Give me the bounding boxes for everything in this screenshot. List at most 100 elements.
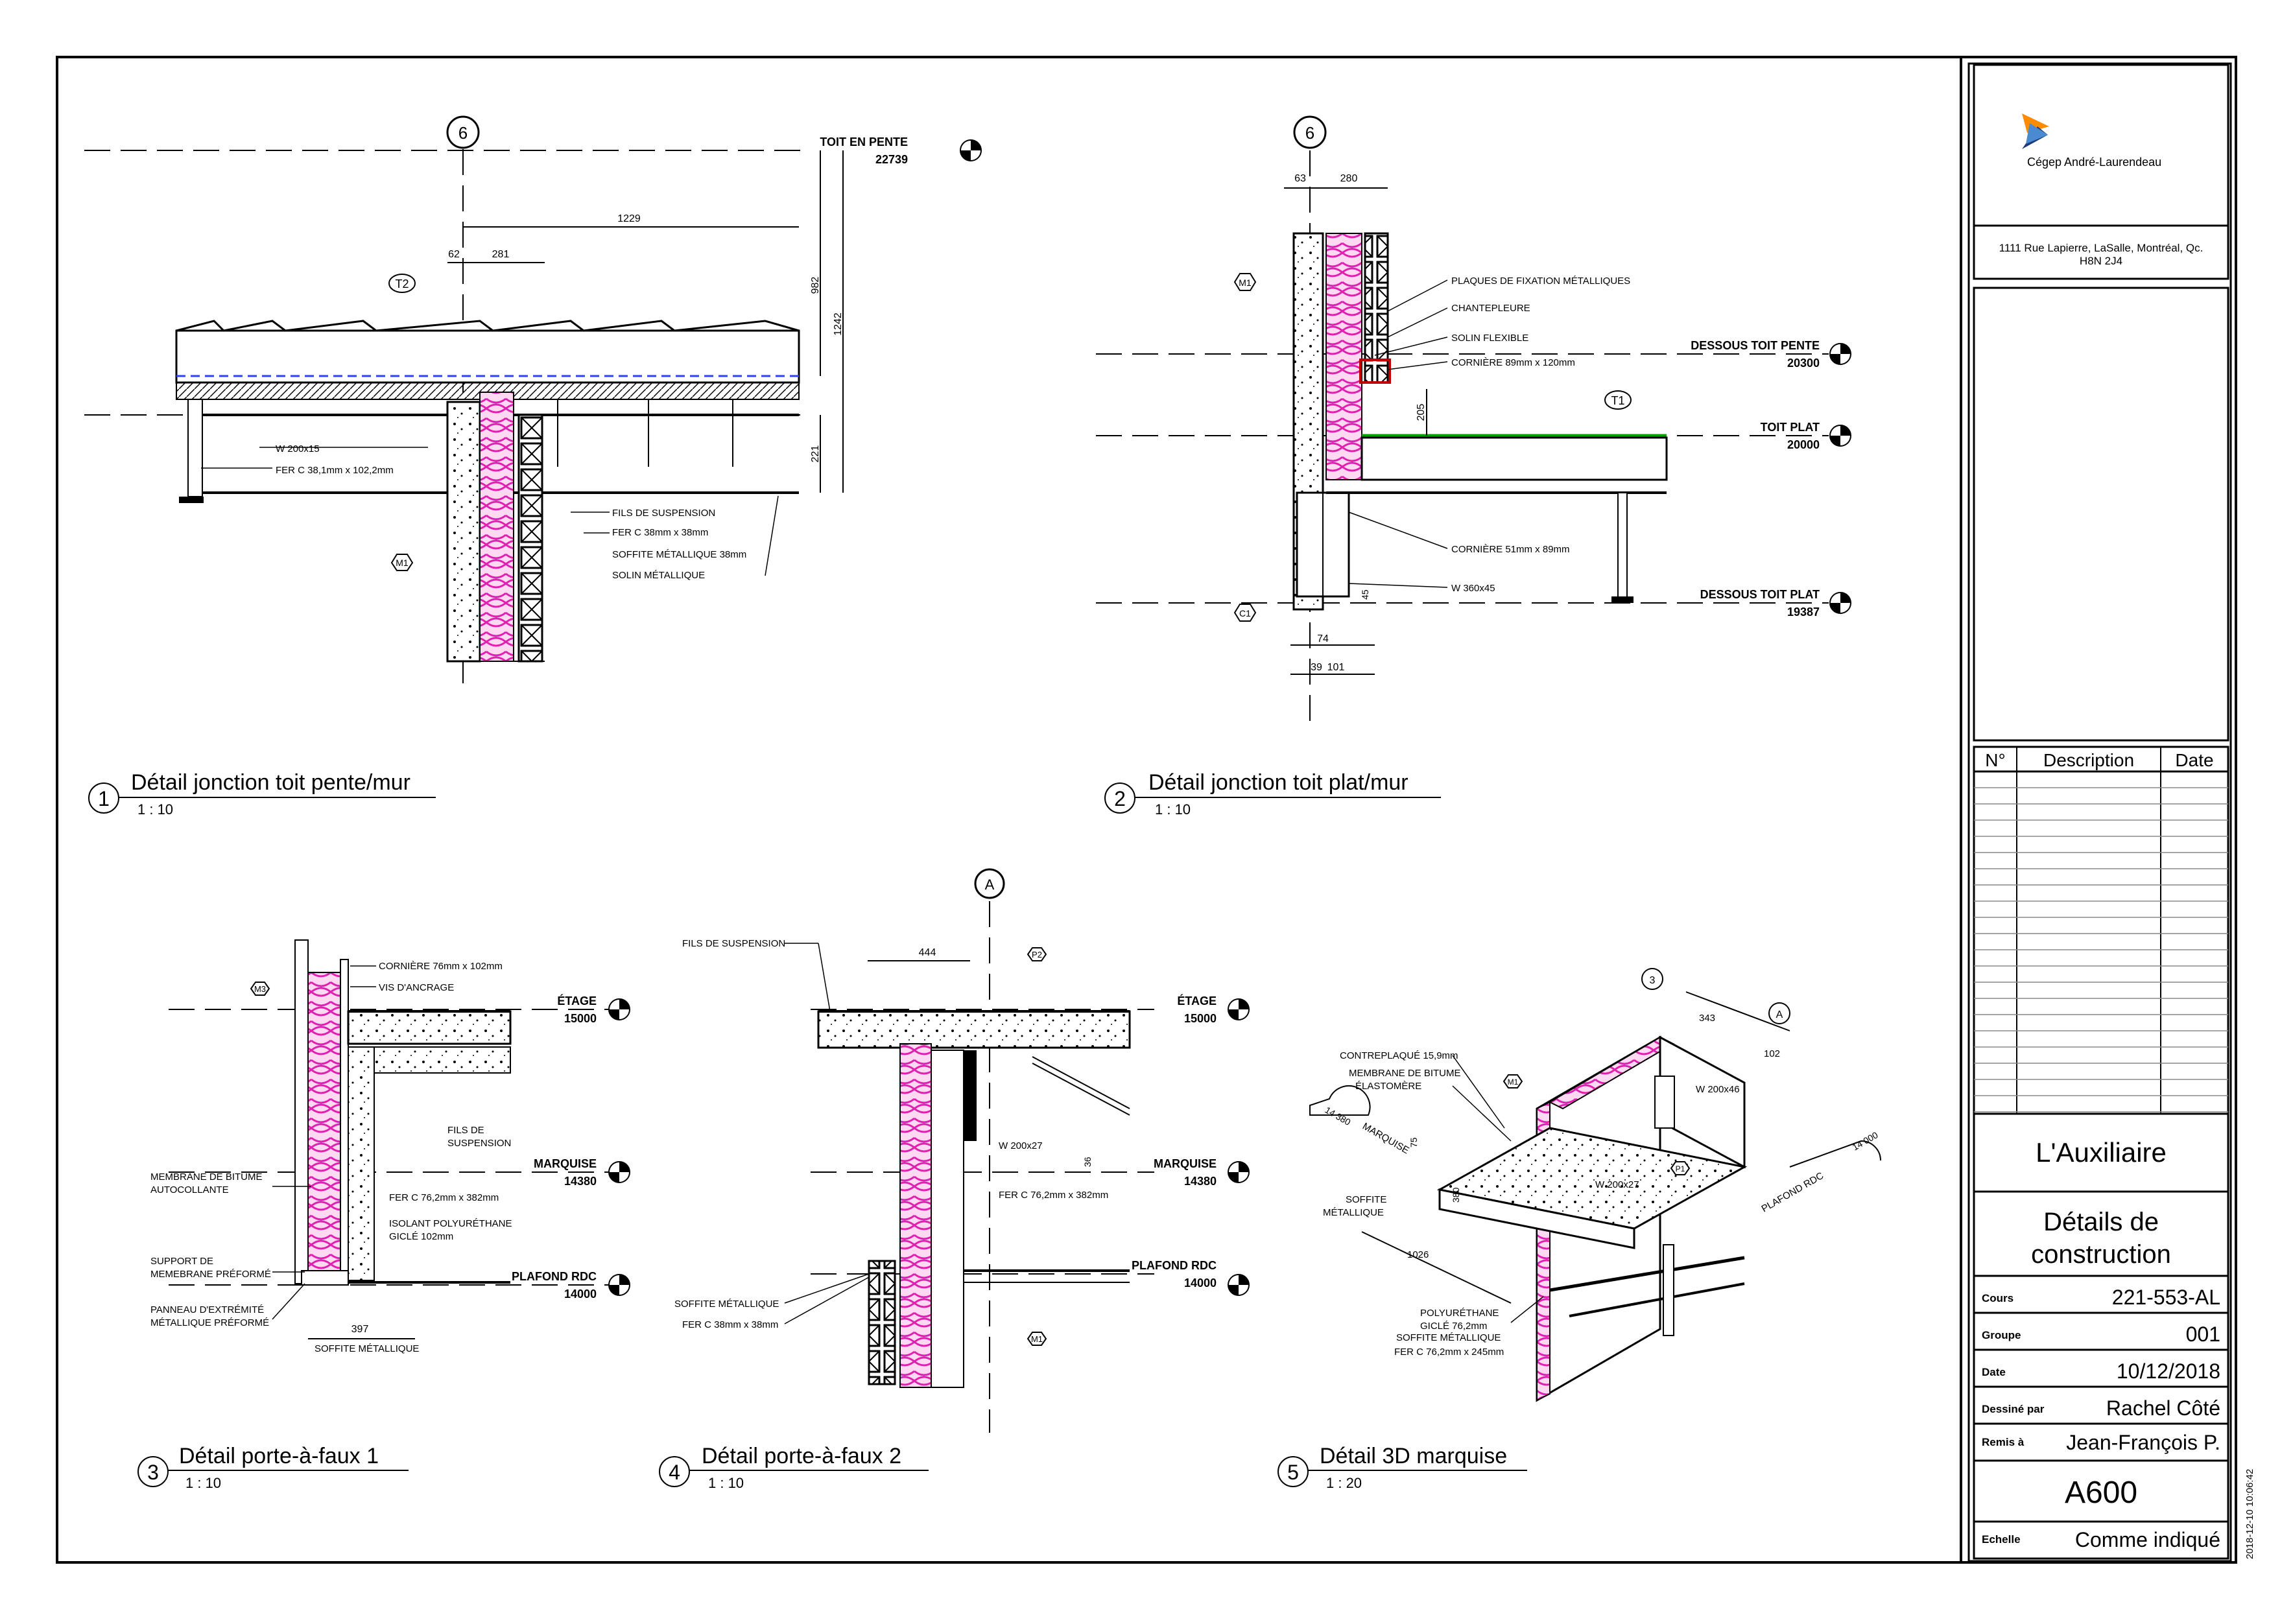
- view-3-number: 3: [147, 1461, 159, 1484]
- svg-text:205: 205: [1416, 404, 1427, 421]
- row-cours-value: 221-553-AL: [2112, 1286, 2220, 1309]
- svg-text:FILS DE SUSPENSION: FILS DE SUSPENSION: [612, 508, 715, 519]
- svg-text:FILS DE SUSPENSION: FILS DE SUSPENSION: [682, 938, 785, 949]
- svg-text:FER C 76,2mm x 245mm: FER C 76,2mm x 245mm: [1394, 1347, 1504, 1358]
- svg-text:SOLIN MÉTALLIQUE: SOLIN MÉTALLIQUE: [612, 570, 705, 581]
- logo-text: Cégep André-Laurendeau: [2027, 156, 2161, 169]
- svg-text:14000: 14000: [564, 1288, 597, 1300]
- svg-text:FER C 38mm x 38mm: FER C 38mm x 38mm: [682, 1319, 778, 1330]
- svg-text:MÉTALLIQUE: MÉTALLIQUE: [1323, 1207, 1384, 1218]
- timestamp: 2018-12-10 10:06:42: [2244, 1469, 2255, 1559]
- svg-text:36: 36: [1082, 1157, 1093, 1167]
- svg-text:GICLÉ 102mm: GICLÉ 102mm: [389, 1231, 453, 1242]
- view-5-number: 5: [1287, 1461, 1299, 1484]
- svg-text:W 200x46: W 200x46: [1696, 1084, 1740, 1095]
- svg-text:MEMEBRANE PRÉFORMÉ: MEMEBRANE PRÉFORMÉ: [150, 1269, 271, 1280]
- svg-text:1242: 1242: [833, 312, 844, 336]
- address-line-2: H8N 2J4: [2080, 255, 2122, 267]
- svg-text:ÉLASTOMÈRE: ÉLASTOMÈRE: [1355, 1081, 1421, 1092]
- row-date-value: 10/12/2018: [2117, 1359, 2220, 1383]
- view-2-scale: 1 : 10: [1155, 801, 1191, 818]
- view-5-title: Détail 3D marquise: [1320, 1444, 1507, 1468]
- row-remis-value: Jean-François P.: [2066, 1431, 2220, 1454]
- svg-text:FER C 38,1mm x 102,2mm: FER C 38,1mm x 102,2mm: [276, 465, 394, 476]
- svg-text:75: 75: [1408, 1137, 1419, 1147]
- address-line-1: 1111 Rue Lapierre, LaSalle, Montréal, Qc…: [1999, 242, 2204, 254]
- svg-text:FER C 38mm x 38mm: FER C 38mm x 38mm: [612, 527, 708, 538]
- svg-text:MARQUISE: MARQUISE: [1360, 1121, 1411, 1157]
- detail-4-drawing: A 444 36 P2 M1 ÉTAGE 15000 MARQUISE 1438…: [674, 868, 1250, 1433]
- svg-text:PLAFOND RDC: PLAFOND RDC: [1132, 1259, 1217, 1272]
- svg-text:343: 343: [1699, 1013, 1715, 1024]
- svg-text:PLAQUES DE FIXATION MÉTALLIQUE: PLAQUES DE FIXATION MÉTALLIQUES: [1451, 276, 1630, 287]
- svg-text:6: 6: [1305, 123, 1314, 143]
- row-groupe-value: 001: [2186, 1323, 2220, 1346]
- svg-text:280: 280: [1340, 173, 1358, 184]
- scale-value: Comme indiqué: [2075, 1528, 2220, 1551]
- svg-text:PLAFOND RDC: PLAFOND RDC: [1760, 1170, 1826, 1215]
- grid-bubble: [446, 115, 480, 149]
- svg-text:W 360x45: W 360x45: [1451, 583, 1495, 594]
- svg-text:PANNEAU D'EXTRÉMITÉ: PANNEAU D'EXTRÉMITÉ: [150, 1304, 264, 1315]
- svg-text:MARQUISE: MARQUISE: [1154, 1157, 1217, 1170]
- svg-text:982: 982: [810, 277, 821, 294]
- svg-text:A: A: [1776, 1009, 1783, 1020]
- svg-text:SOFFITE MÉTALLIQUE: SOFFITE MÉTALLIQUE: [1396, 1332, 1501, 1343]
- svg-text:444: 444: [919, 947, 936, 958]
- svg-text:3: 3: [1650, 975, 1656, 986]
- row-remis-label: Remis à: [1982, 1436, 2025, 1448]
- svg-text:SOFFITE MÉTALLIQUE: SOFFITE MÉTALLIQUE: [674, 1299, 779, 1310]
- view-4-title: Détail porte-à-faux 2: [702, 1444, 901, 1468]
- svg-text:TOIT PLAT: TOIT PLAT: [1761, 421, 1820, 434]
- svg-text:14380: 14380: [1184, 1175, 1217, 1188]
- svg-text:DESSOUS TOIT PENTE: DESSOUS TOIT PENTE: [1691, 339, 1820, 352]
- svg-text:CHANTEPLEURE: CHANTEPLEURE: [1451, 303, 1530, 314]
- svg-text:22739: 22739: [875, 153, 908, 166]
- svg-text:380: 380: [1451, 1187, 1461, 1203]
- svg-text:PLAFOND RDC: PLAFOND RDC: [512, 1270, 597, 1283]
- svg-text:VIS D'ANCRAGE: VIS D'ANCRAGE: [379, 982, 454, 993]
- sheet-title-line-2: construction: [2031, 1240, 2171, 1269]
- svg-text:SUSPENSION: SUSPENSION: [447, 1138, 511, 1149]
- svg-text:W 200x15: W 200x15: [276, 443, 320, 454]
- svg-text:ISOLANT POLYURÉTHANE: ISOLANT POLYURÉTHANE: [389, 1218, 512, 1229]
- scale-label: Echelle: [1982, 1533, 2021, 1546]
- svg-text:MEMBRANE DE BITUME: MEMBRANE DE BITUME: [150, 1171, 263, 1183]
- svg-text:W 200x27: W 200x27: [1595, 1179, 1639, 1190]
- detail-1-drawing: 6 1229 62 281 982 1242 221 T2 M1: [84, 115, 982, 687]
- detail-3-drawing: M3 397 ÉTAGE 15000 MARQUISE 14380 PLAFON…: [150, 939, 630, 1354]
- detail-2-drawing: 6 63 280 205 74 39 101 45 M1 T1 C1: [1096, 115, 1851, 726]
- svg-text:T1: T1: [1611, 394, 1624, 407]
- rev-header-no: N°: [1985, 750, 2005, 770]
- svg-text:63: 63: [1294, 173, 1306, 184]
- title-block: Cégep André-Laurendeau 1111 Rue Lapierre…: [1967, 62, 2255, 1562]
- svg-text:CONTREPLAQUÉ 15,9mm: CONTREPLAQUÉ 15,9mm: [1340, 1050, 1458, 1061]
- svg-text:SOFFITE MÉTALLIQUE: SOFFITE MÉTALLIQUE: [315, 1343, 419, 1354]
- view-5-scale: 1 : 20: [1326, 1475, 1362, 1491]
- svg-text:62: 62: [448, 249, 460, 260]
- row-dessine-label: Dessiné par: [1982, 1403, 2045, 1415]
- svg-text:SUPPORT DE: SUPPORT DE: [150, 1256, 213, 1267]
- svg-text:CORNIÈRE 76mm x 102mm: CORNIÈRE 76mm x 102mm: [379, 961, 503, 972]
- svg-text:SOFFITE: SOFFITE: [1346, 1194, 1386, 1205]
- svg-text:P1: P1: [1676, 1164, 1685, 1173]
- view-2-title: Détail jonction toit plat/mur: [1148, 770, 1408, 795]
- svg-text:39: 39: [1311, 662, 1322, 673]
- svg-text:A: A: [985, 877, 995, 893]
- view-4-scale: 1 : 10: [708, 1475, 744, 1491]
- view-1-scale: 1 : 10: [137, 801, 173, 818]
- sheet-border: [56, 56, 2237, 1564]
- svg-text:CORNIÈRE 89mm x 120mm: CORNIÈRE 89mm x 120mm: [1451, 357, 1575, 368]
- rev-header-description: Description: [2043, 750, 2134, 770]
- svg-text:15000: 15000: [564, 1012, 597, 1025]
- svg-text:SOFFITE MÉTALLIQUE 38mm: SOFFITE MÉTALLIQUE 38mm: [612, 549, 746, 560]
- svg-text:SOLIN FLEXIBLE: SOLIN FLEXIBLE: [1451, 333, 1528, 344]
- svg-text:M1: M1: [1031, 1334, 1043, 1344]
- view-3-title: Détail porte-à-faux 1: [179, 1444, 379, 1468]
- svg-text:C1: C1: [1239, 608, 1251, 618]
- svg-text:FILS DE: FILS DE: [447, 1125, 484, 1136]
- svg-text:397: 397: [351, 1324, 369, 1335]
- svg-text:15000: 15000: [1184, 1012, 1217, 1025]
